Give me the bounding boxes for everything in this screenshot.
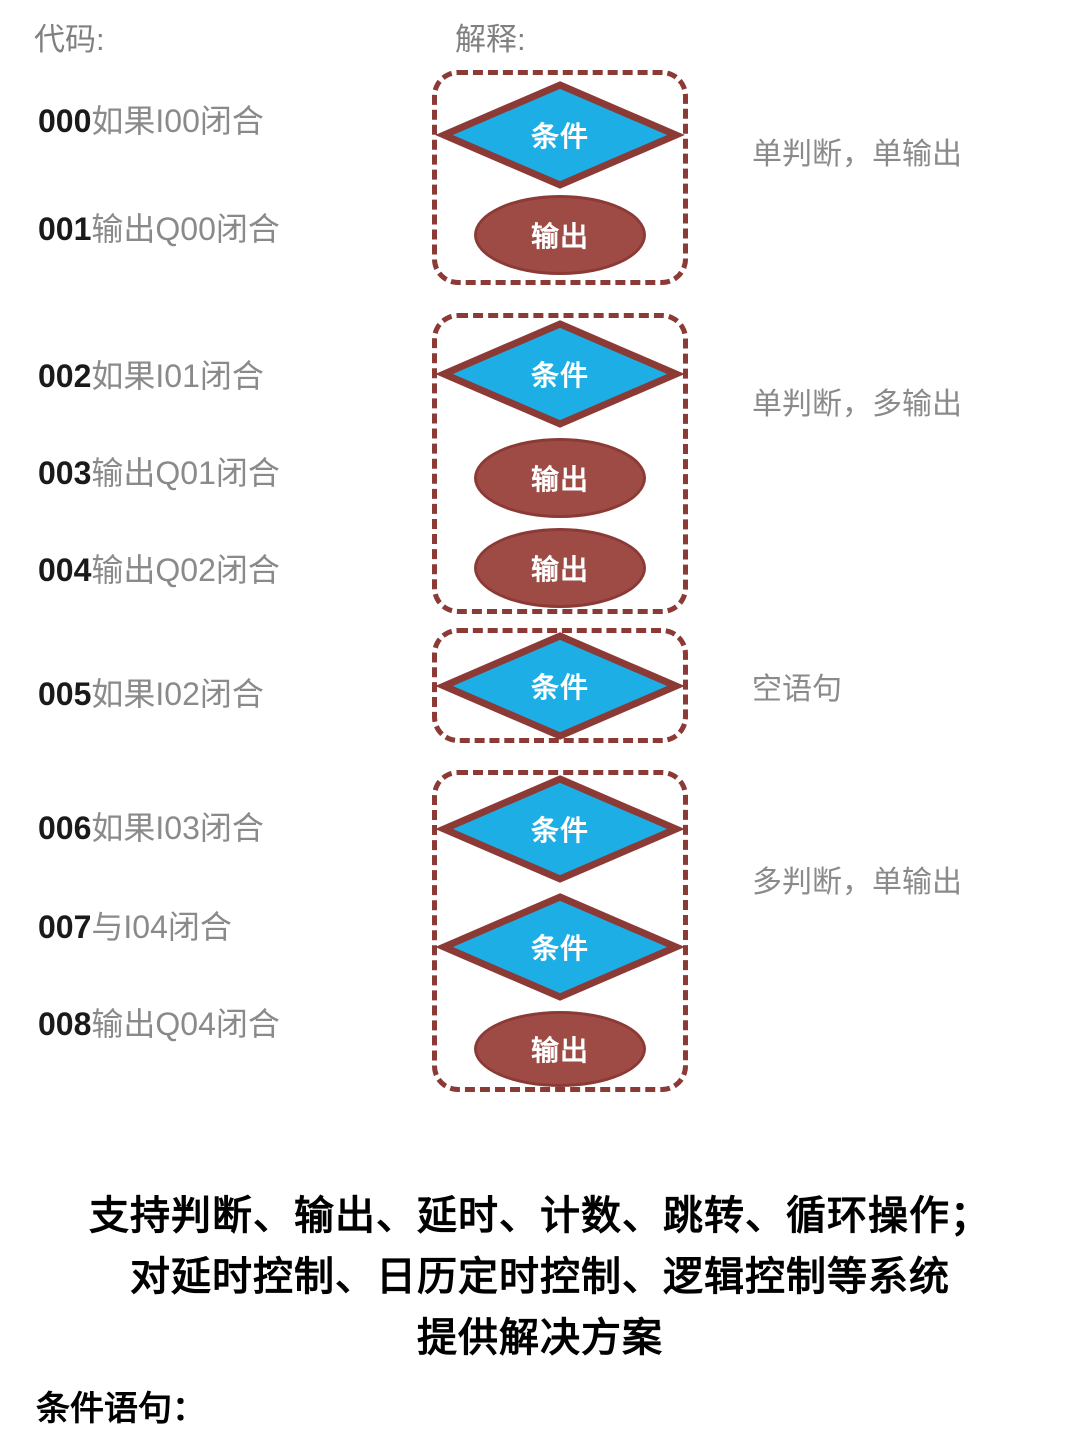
summary-line-3: 提供解决方案 — [417, 1315, 663, 1360]
output-node-label: 输出 — [530, 1035, 589, 1066]
code-line: 004输出Q02闭合 — [38, 554, 280, 586]
code-line-text: 输出Q02闭合 — [91, 552, 280, 588]
diamond-icon — [435, 319, 685, 428]
statement-group: 条件条件输出 — [432, 770, 688, 1092]
condition-node: 条件 — [435, 631, 685, 740]
code-line: 001输出Q00闭合 — [38, 213, 280, 245]
code-line: 005如果I02闭合 — [38, 678, 264, 710]
code-line-text: 如果I01闭合 — [91, 358, 264, 394]
output-node: 输出 — [474, 527, 646, 608]
output-node: 输出 — [474, 437, 646, 518]
summary-line-1: 支持判断、输出、延时、计数、跳转、循环操作； — [89, 1194, 991, 1238]
diamond-icon — [435, 893, 685, 1001]
condition-node: 条件 — [435, 775, 685, 883]
code-line-number: 005 — [38, 676, 92, 712]
code-line-number: 003 — [38, 455, 92, 491]
node-stack: 条件条件输出 — [435, 775, 685, 1087]
group-annotation: 多判断，单输出 — [752, 866, 962, 899]
node-stack: 条件输出 — [435, 75, 685, 280]
code-line-number: 006 — [38, 810, 92, 846]
statement-group: 条件输出输出 — [432, 313, 688, 614]
code-line: 000如果I00闭合 — [38, 105, 264, 137]
footer-section-label: 条件语句： — [36, 1390, 206, 1428]
code-line: 008输出Q04闭合 — [38, 1008, 280, 1040]
code-line-number: 000 — [38, 103, 92, 139]
condition-node: 条件 — [435, 893, 685, 1001]
ellipse-icon — [474, 437, 646, 518]
group-annotation: 单判断，单输出 — [752, 138, 962, 171]
ellipse-icon — [474, 1011, 646, 1087]
output-node-label: 输出 — [530, 220, 589, 252]
code-line: 007与I04闭合 — [38, 911, 232, 943]
node-stack: 条件输出输出 — [435, 318, 685, 609]
ellipse-icon — [474, 194, 646, 275]
description-column-header: 解释: — [455, 22, 526, 57]
code-line-text: 如果I02闭合 — [91, 676, 264, 712]
group-annotation: 单判断，多输出 — [752, 388, 962, 421]
code-line-text: 输出Q01闭合 — [91, 455, 280, 491]
node-stack: 条件 — [435, 631, 685, 740]
code-line-number: 004 — [38, 552, 92, 588]
group-annotation: 空语句 — [752, 673, 842, 706]
code-line: 006如果I03闭合 — [38, 812, 264, 844]
output-node-label: 输出 — [530, 463, 589, 495]
ellipse-icon — [474, 527, 646, 608]
code-line-text: 输出Q00闭合 — [91, 211, 280, 247]
code-line-text: 与I04闭合 — [91, 909, 232, 945]
code-line-number: 002 — [38, 358, 92, 394]
code-line-number: 001 — [38, 211, 92, 247]
code-line: 003输出Q01闭合 — [38, 457, 280, 489]
output-node: 输出 — [474, 194, 646, 275]
diamond-icon — [435, 631, 685, 740]
code-column-header: 代码: — [34, 22, 105, 57]
diamond-icon — [435, 80, 685, 189]
statement-group: 条件输出 — [432, 70, 688, 285]
code-line-number: 007 — [38, 909, 92, 945]
condition-node: 条件 — [435, 319, 685, 428]
output-node-label: 输出 — [530, 553, 589, 585]
code-line: 002如果I01闭合 — [38, 360, 264, 392]
condition-node: 条件 — [435, 80, 685, 189]
code-line-text: 输出Q04闭合 — [91, 1006, 280, 1042]
code-line-text: 如果I00闭合 — [91, 103, 264, 139]
code-line-text: 如果I03闭合 — [91, 810, 264, 846]
code-line-number: 008 — [38, 1006, 92, 1042]
diamond-icon — [435, 775, 685, 883]
summary-line-2: 对延时控制、日历定时控制、逻辑控制等系统 — [130, 1254, 950, 1299]
summary-text: 支持判断、输出、延时、计数、跳转、循环操作； 对延时控制、日历定时控制、逻辑控制… — [38, 1186, 1042, 1368]
statement-group: 条件 — [432, 628, 688, 743]
flow-diagram: 条件输出单判断，单输出条件输出输出单判断，多输出条件空语句条件条件输出多判断，单… — [432, 70, 962, 1092]
output-node: 输出 — [474, 1011, 646, 1087]
